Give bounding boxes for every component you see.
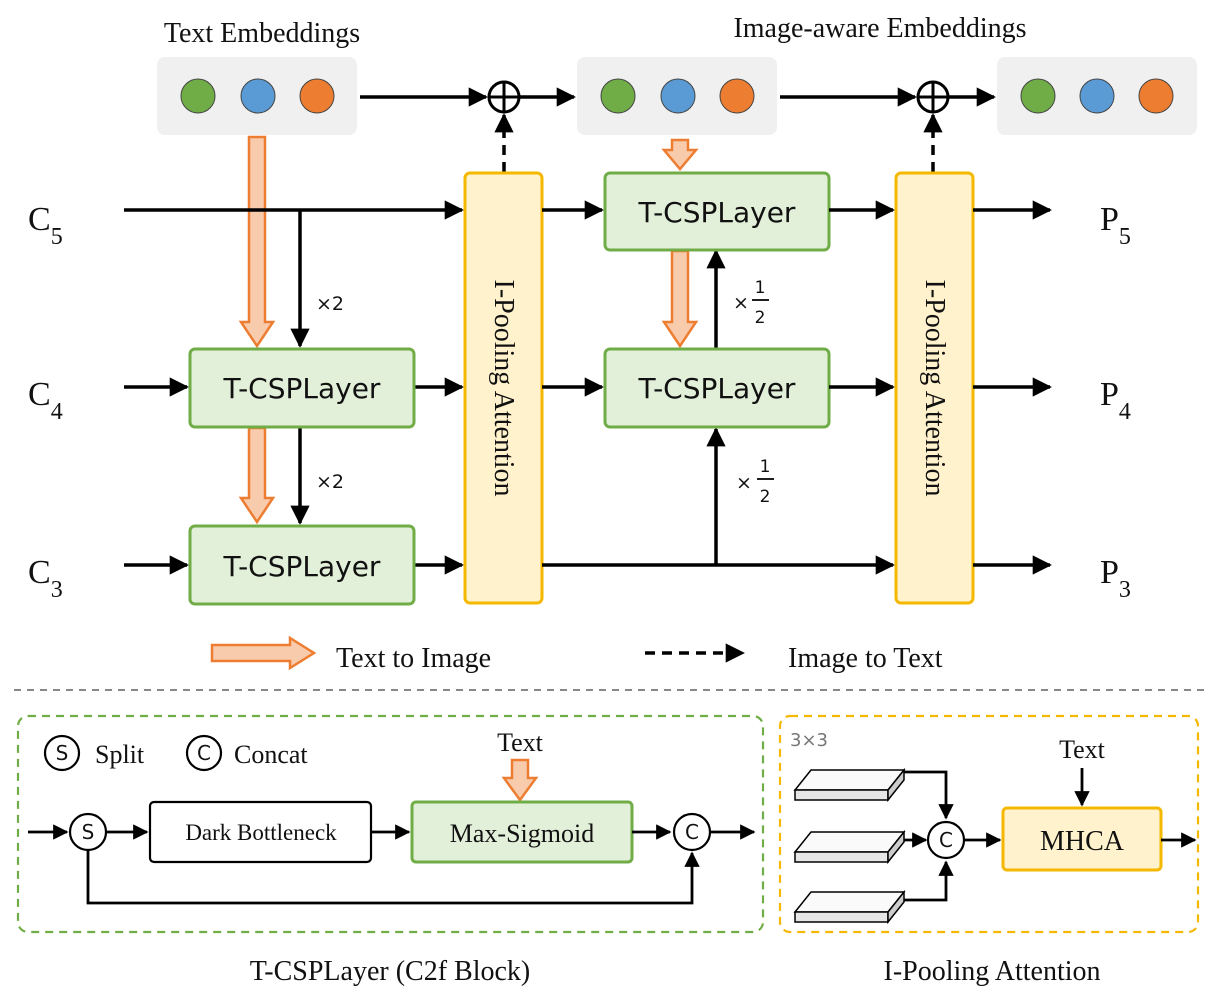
- split-legend: S Split: [43, 734, 145, 772]
- t-csp-layer-c3: T-CSPLayer: [188, 524, 416, 606]
- c2f-skip-connection: [86, 850, 700, 905]
- text-embeddings-group: [157, 57, 357, 135]
- svg-text:MHCA: MHCA: [1040, 826, 1125, 857]
- text-input-label-left: Text: [497, 728, 544, 757]
- svg-text:I-Pooling Attention: I-Pooling Attention: [919, 280, 950, 497]
- embedding-dot-green: [180, 78, 216, 114]
- svg-text:1: 1: [755, 278, 766, 298]
- mhca-box: MHCA: [1001, 806, 1163, 872]
- svg-text:Max-Sigmoid: Max-Sigmoid: [450, 819, 594, 848]
- embedding-dot-orange: [1138, 78, 1174, 114]
- t-csp-layer-middle: T-CSPLayer: [603, 347, 831, 429]
- multiplier-half-lower: × 1 2: [736, 457, 774, 507]
- i-pooling-attention-caption: I-Pooling Attention: [884, 956, 1101, 987]
- output-p4: P4: [1100, 376, 1131, 425]
- svg-text:2: 2: [755, 308, 766, 328]
- svg-text:T-CSPLayer: T-CSPLayer: [223, 550, 381, 583]
- embedding-dot-blue: [240, 78, 276, 114]
- t-csp-layer-c4: T-CSPLayer: [188, 347, 416, 429]
- legend-image-to-text-label: Image to Text: [788, 643, 943, 674]
- svg-text:C: C: [685, 820, 699, 844]
- i-pooling-attention-block-2: I-Pooling Attention: [894, 171, 975, 605]
- pooling-concat-node: C: [926, 820, 966, 860]
- text-input-label-right: Text: [1059, 735, 1106, 764]
- embedding-dot-green: [600, 78, 636, 114]
- input-c5: C5: [28, 201, 63, 250]
- feature-plate-bottom: [793, 889, 906, 925]
- edge-plate-top-to-concat: [904, 770, 954, 820]
- max-sigmoid-box: Max-Sigmoid: [410, 800, 634, 864]
- svg-text:Concat: Concat: [234, 740, 308, 769]
- image-aware-embeddings-group: [577, 57, 777, 135]
- sum-node-2: [916, 80, 950, 114]
- svg-text:T-CSPLayer: T-CSPLayer: [223, 372, 381, 405]
- output-p5: P5: [1100, 201, 1131, 250]
- multiplier-x2-upper: ×2: [316, 293, 344, 315]
- i-pooling-attention-block-1: I-Pooling Attention: [463, 171, 544, 605]
- svg-text:C: C: [197, 741, 211, 765]
- text-embeddings-title: Text Embeddings: [164, 18, 360, 49]
- svg-text:×: ×: [736, 472, 752, 494]
- multiplier-half-upper: × 1 2: [733, 278, 769, 328]
- output-embeddings-group: [997, 57, 1197, 135]
- svg-text:Dark Bottleneck: Dark Bottleneck: [185, 820, 337, 845]
- feature-plate-top: [793, 767, 906, 803]
- svg-text:I-Pooling Attention: I-Pooling Attention: [488, 280, 519, 497]
- kernel-size-label: 3×3: [790, 730, 828, 751]
- t-csp-layer-caption: T-CSPLayer (C2f Block): [250, 956, 531, 987]
- embedding-dot-green: [1020, 78, 1056, 114]
- embedding-dot-blue: [660, 78, 696, 114]
- legend-text-to-image-label: Text to Image: [336, 643, 491, 674]
- svg-text:C: C: [939, 828, 953, 852]
- legend: Text to Image Image to Text: [210, 635, 943, 674]
- dark-bottleneck-box: Dark Bottleneck: [148, 800, 373, 864]
- feature-plate-middle: [793, 829, 906, 865]
- sum-node-1: [487, 80, 521, 114]
- t-csp-layer-top: T-CSPLayer: [603, 171, 831, 252]
- svg-text:Split: Split: [95, 740, 145, 769]
- svg-text:S: S: [82, 820, 95, 844]
- text-to-image-arrow-c4: [238, 426, 276, 525]
- legend-text-to-image-arrow: [210, 635, 317, 671]
- concat-legend: C Concat: [185, 734, 308, 772]
- svg-text:T-CSPLayer: T-CSPLayer: [638, 196, 796, 229]
- embedding-dot-orange: [719, 78, 755, 114]
- input-c3: C3: [28, 554, 63, 603]
- output-p3: P3: [1100, 554, 1131, 603]
- image-aware-embeddings-title: Image-aware Embeddings: [733, 13, 1026, 44]
- svg-text:2: 2: [760, 487, 771, 507]
- embedding-dot-blue: [1079, 78, 1115, 114]
- svg-text:1: 1: [760, 457, 771, 477]
- concat-node: C: [672, 812, 712, 852]
- split-node: S: [68, 812, 108, 852]
- text-to-image-arrow-c5: [238, 135, 276, 349]
- multiplier-x2-lower: ×2: [316, 471, 344, 493]
- input-c4: C4: [28, 376, 63, 425]
- text-to-image-arrow-top-csp: [661, 138, 699, 171]
- embedding-dot-orange: [299, 78, 335, 114]
- i-pooling-detail-frame: [778, 714, 1200, 934]
- svg-text:S: S: [56, 741, 69, 765]
- svg-text:T-CSPLayer: T-CSPLayer: [638, 372, 796, 405]
- text-to-max-sigmoid-arrow: [501, 758, 539, 803]
- svg-text:×: ×: [733, 292, 749, 314]
- edge-plate-bottom-to-concat: [904, 860, 954, 902]
- text-to-image-arrow-mid-csp: [661, 249, 699, 349]
